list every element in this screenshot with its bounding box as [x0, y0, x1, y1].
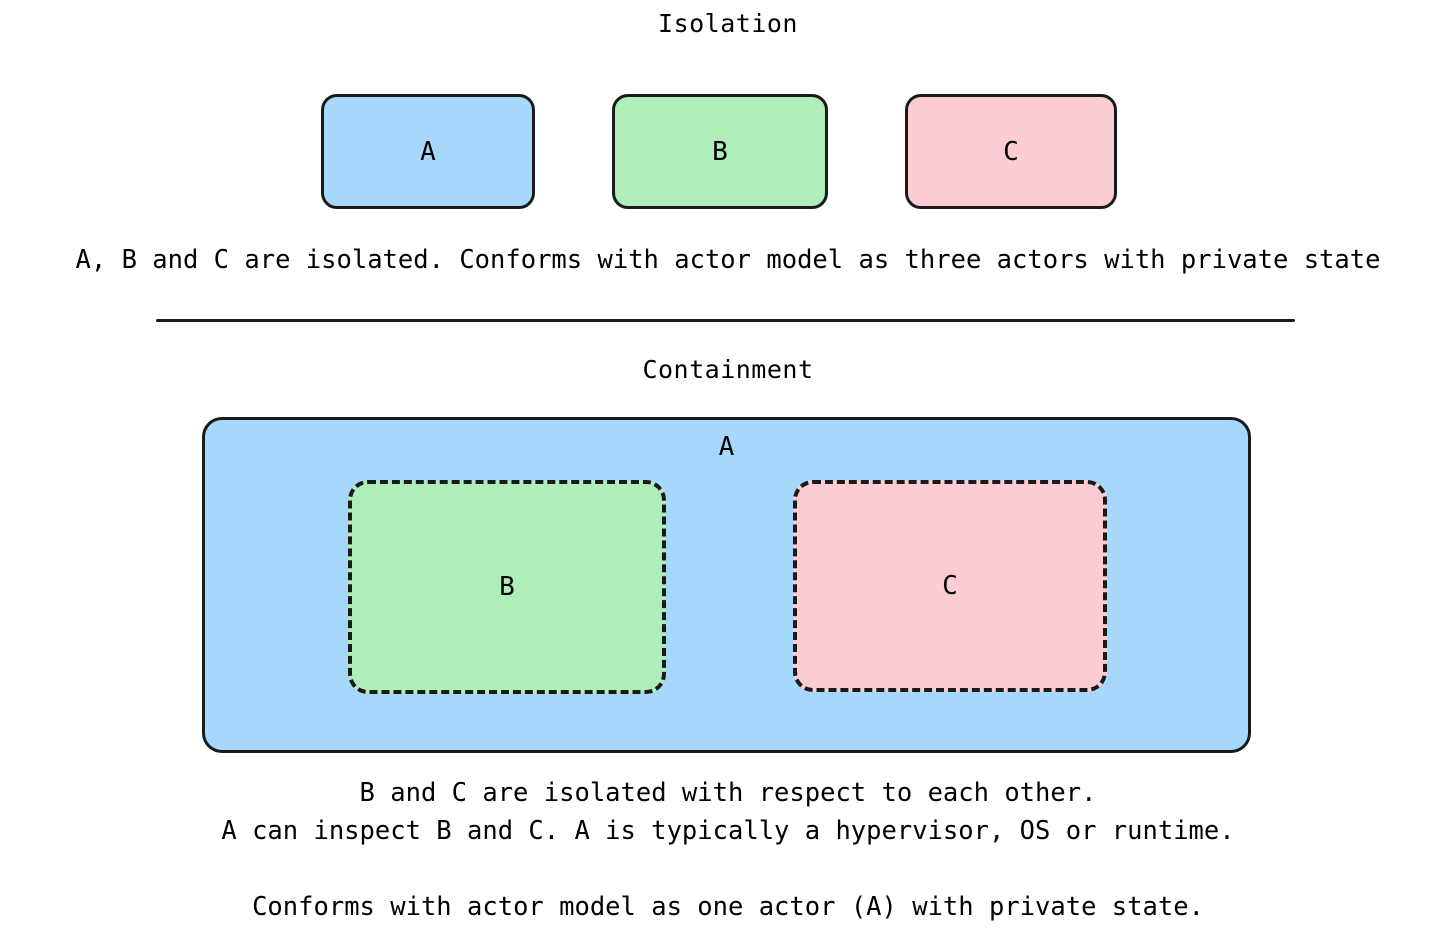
containment-outer-box-a-label: A — [718, 432, 735, 462]
containment-inner-box-b-label: B — [499, 572, 515, 602]
section-divider — [156, 319, 1295, 322]
isolation-box-a: A — [321, 94, 535, 209]
isolation-box-b: B — [612, 94, 828, 209]
containment-inner-box-b: B — [348, 480, 666, 694]
containment-inner-box-c: C — [793, 480, 1107, 692]
isolation-section-title: Isolation — [658, 9, 798, 38]
isolation-box-a-label: A — [420, 136, 436, 167]
containment-section-title: Containment — [642, 355, 814, 384]
isolation-box-b-label: B — [712, 136, 728, 167]
isolation-box-c-label: C — [1003, 136, 1019, 167]
containment-caption-line-2: A can inspect B and C. A is typically a … — [221, 816, 1235, 846]
isolation-box-c: C — [905, 94, 1117, 209]
containment-caption-line-3: Conforms with actor model as one actor (… — [252, 892, 1204, 922]
isolation-caption: A, B and C are isolated. Conforms with a… — [75, 245, 1381, 275]
containment-inner-box-c-label: C — [942, 571, 958, 601]
containment-outer-box-a: A B C — [202, 417, 1251, 753]
containment-caption-line-1: B and C are isolated with respect to eac… — [359, 778, 1097, 808]
